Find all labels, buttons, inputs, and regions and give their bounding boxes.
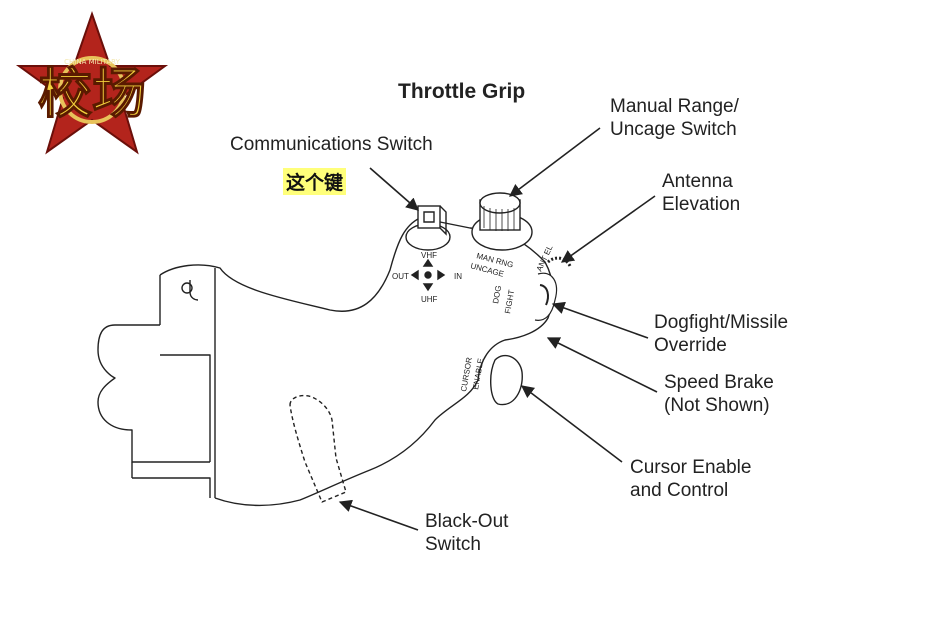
logo-ring-text: CHINA MILITARY <box>64 58 120 66</box>
arrow-speed-brake <box>548 338 657 392</box>
arrow-antenna <box>562 196 655 262</box>
cursor-enable-button-graphic <box>491 356 523 405</box>
dog-label: DOG <box>491 285 503 305</box>
logo-emblem: 校场 CHINA MILITARY <box>19 14 165 152</box>
uhf-label: UHF <box>421 295 438 304</box>
dogfight-override-label: Dogfight/Missile Override <box>654 311 788 357</box>
manual-range-knob-graphic <box>472 193 532 250</box>
communications-switch-label: Communications Switch <box>230 133 433 156</box>
speed-brake-label: Speed Brake (Not Shown) <box>664 371 774 417</box>
arrow-manual-range <box>510 128 600 196</box>
enable-label: ENABLE <box>471 358 485 391</box>
arrow-dogfight <box>553 304 648 338</box>
diagram-title: Throttle Grip <box>398 80 525 104</box>
antenna-elevation-label: Antenna Elevation <box>662 170 740 216</box>
fight-label: FIGHT <box>503 289 516 314</box>
in-label: IN <box>454 272 462 281</box>
highlight-note: 这个键 <box>283 168 346 195</box>
logo-text: 校场 <box>38 61 146 125</box>
cursor-enable-label: Cursor Enable and Control <box>630 456 751 502</box>
blackout-switch-label: Black-Out Switch <box>425 510 508 556</box>
out-label: OUT <box>392 272 409 281</box>
manual-range-label: Manual Range/ Uncage Switch <box>610 95 739 141</box>
leader-arrows <box>340 128 657 530</box>
communications-switch-graphic <box>406 206 450 290</box>
arrow-blackout <box>340 502 418 530</box>
grip-labels: VHF UHF OUT IN MAN RNG UNCAGE DOG FIGHT … <box>392 243 555 392</box>
arrow-communications <box>370 168 418 210</box>
arrow-cursor-enable <box>522 386 622 462</box>
vhf-label: VHF <box>421 251 437 260</box>
